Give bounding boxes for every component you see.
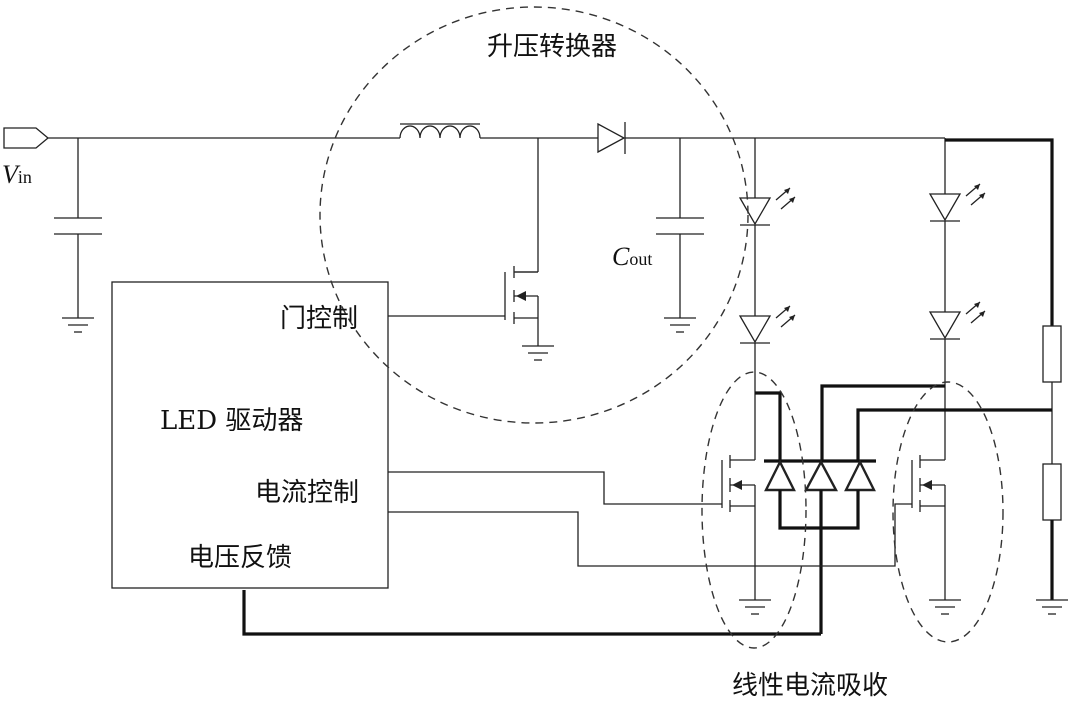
current-sink-boundary-1	[701, 371, 807, 649]
selector-diode-3	[844, 459, 876, 492]
selector-diode-2	[803, 459, 839, 492]
ground-symbol	[739, 599, 771, 615]
current-control-label: 电流控制	[255, 478, 360, 508]
vin-label: Vin	[2, 162, 32, 188]
gate-control-label: 门控制	[280, 304, 359, 334]
ground-symbol	[664, 317, 696, 333]
wire-current-control-1	[388, 471, 722, 505]
selector-diode-1	[764, 459, 796, 492]
cout-symbol: C	[612, 242, 630, 271]
wire-voltage-feedback	[242, 590, 821, 636]
boost-converter-boundary	[319, 6, 749, 424]
boost-converter-label: 升压转换器	[487, 32, 618, 62]
boost-diode	[597, 122, 626, 154]
ground-symbol	[522, 345, 554, 361]
cout-label: Cout	[612, 244, 652, 270]
sink-mosfet-1	[721, 455, 756, 600]
ground-symbol	[1036, 599, 1068, 615]
boost-mosfet	[504, 266, 539, 346]
vin-terminal	[3, 127, 50, 149]
wire-current-control-2	[388, 503, 912, 567]
ground-symbol	[62, 317, 94, 333]
wire-cathode-2	[820, 384, 945, 460]
led-driver-label: LED 驱动器	[160, 406, 304, 436]
sink-mosfet-2	[911, 455, 946, 600]
led-1b	[738, 305, 796, 344]
voltage-feedback-label: 电压反馈	[188, 543, 293, 573]
linear-current-sink-label: 线性电流吸收	[732, 671, 889, 701]
wire-cathode-1	[755, 391, 782, 460]
inductor	[399, 123, 481, 139]
vin-subscript: in	[17, 167, 32, 187]
cout-subscript: out	[629, 249, 653, 269]
output-capacitor	[656, 138, 704, 318]
led-driver-block	[111, 281, 389, 589]
wire-diode-bottom	[778, 490, 860, 530]
input-capacitor	[54, 138, 102, 318]
vin-symbol: V	[2, 160, 18, 189]
resistor-top	[1042, 325, 1062, 383]
led-2b	[928, 301, 986, 340]
wire-feedback-top	[945, 138, 1054, 326]
current-sink-boundary-2	[892, 381, 1004, 643]
led-2a	[928, 183, 986, 222]
wire-divider-tap	[856, 408, 1052, 460]
resistor-bottom	[1042, 463, 1062, 521]
ground-symbol	[929, 599, 961, 615]
